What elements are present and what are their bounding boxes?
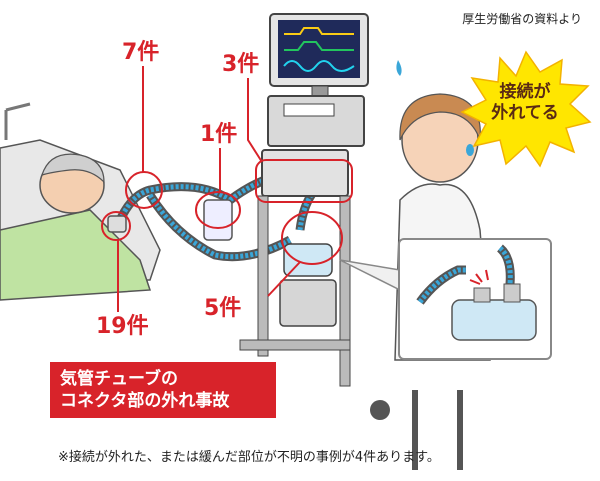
source-note: 厚生労働省の資料より [462, 12, 582, 26]
water-trap [203, 199, 233, 241]
ventilator-cart [239, 13, 390, 420]
label-count-7: 7件 [122, 40, 160, 65]
footnote: ※接続が外れた、または緩んだ部位が不明の事例が4件あります。 [58, 450, 440, 465]
label-count-1: 1件 [200, 122, 238, 147]
callout-line-2: コネクタ部の外れ事故 [60, 391, 230, 412]
sweat-drop-icon [396, 60, 402, 76]
label-count-3: 3件 [222, 52, 260, 77]
burst-line-2: 外れてる [491, 103, 559, 124]
callout-line-1: 気管チューブの [60, 369, 178, 389]
burst-caption: 接続が 外れてる [475, 82, 575, 125]
zoom-inset [398, 238, 552, 360]
exclamation-burst [460, 50, 592, 168]
failure-point-markers [101, 159, 353, 265]
label-count-5: 5件 [204, 296, 242, 321]
label-count-19: 19件 [96, 314, 149, 339]
tube-connector [107, 215, 127, 233]
label-leaders [117, 66, 301, 312]
disconnected-hose-drawing [416, 244, 537, 341]
burst-line-1: 接続が [499, 82, 551, 102]
callout-box: 気管チューブの コネクタ部の外れ事故 [50, 362, 276, 419]
